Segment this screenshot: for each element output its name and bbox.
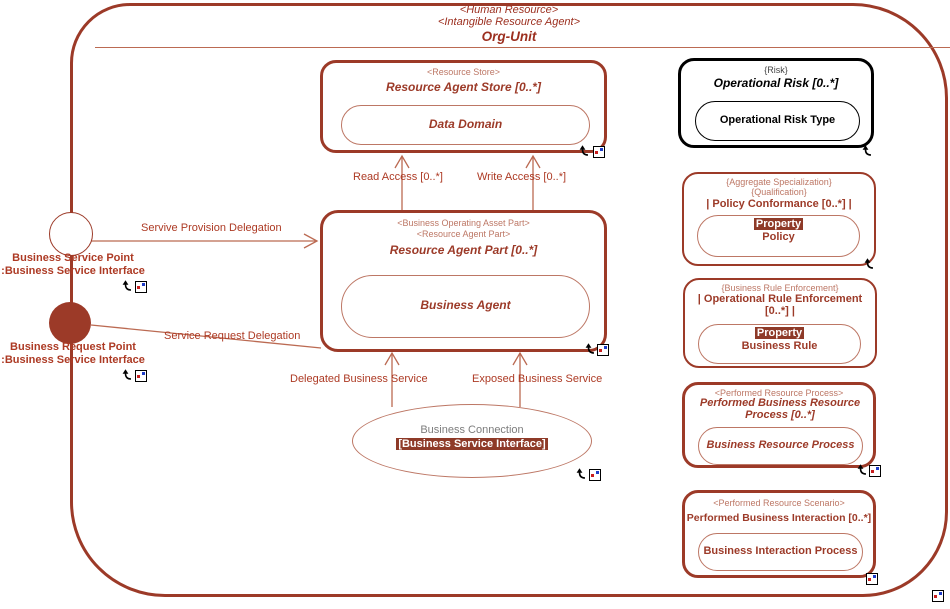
business-agent-member[interactable]: Business Agent [341, 275, 590, 338]
interaction-title: Performed Business Interaction [0..*] [686, 512, 872, 524]
interaction-stereotype: <Performed Resource Scenario> [713, 498, 845, 508]
agent-part-title: Resource Agent Part [0..*] [389, 243, 538, 257]
diagram-link-icon[interactable] [869, 465, 881, 477]
business-request-point[interactable] [49, 302, 91, 344]
org-unit-stereotype-2: <Intangible Resource Agent> [437, 16, 581, 28]
agent-part-stereotype-1: <Business Operating Asset Part> [397, 218, 530, 228]
process-stereotype: <Performed Resource Process> [714, 388, 844, 398]
request-point-name: Business Request Point [10, 341, 136, 353]
navigate-up-icon[interactable] [855, 463, 868, 476]
service-provision-delegation-label: Servive Provision Delegation [141, 222, 282, 234]
navigate-up-icon[interactable] [862, 257, 875, 270]
navigate-up-icon[interactable] [583, 342, 596, 355]
connection-title: Business Connection [420, 424, 524, 436]
resource-agent-store-node[interactable]: <Resource Store> Resource Agent Store [0… [320, 60, 607, 153]
operational-risk-type-member[interactable]: Operational Risk Type [695, 101, 860, 141]
operational-risk-node[interactable]: {Risk} Operational Risk [0..*] Operation… [678, 58, 874, 148]
diagram-link-icon[interactable] [589, 469, 601, 481]
policy-stereotype-2: {Qualification} [751, 187, 807, 197]
read-access-label: Read Access [0..*] [353, 171, 443, 183]
agent-part-stereotype-2: <Resource Agent Part> [416, 229, 511, 239]
rule-enforcement-node[interactable]: {Business Rule Enforcement} | Operationa… [683, 278, 877, 368]
store-title: Resource Agent Store [0..*] [386, 80, 541, 94]
rule-member-label: Business Rule [741, 340, 818, 352]
rule-member[interactable]: Property Business Rule [698, 324, 861, 364]
performed-resource-process-node[interactable]: <Performed Resource Process> Performed B… [682, 382, 876, 468]
policy-title: | Policy Conformance [0..*] | [706, 198, 852, 210]
diagram-link-icon[interactable] [597, 344, 609, 356]
org-unit-container[interactable] [70, 3, 948, 597]
rule-property-highlight: Property [754, 327, 805, 339]
diagram-link-icon[interactable] [593, 146, 605, 158]
risk-stereotype: {Risk} [764, 65, 788, 75]
navigate-up-icon[interactable] [120, 279, 133, 292]
diagram-link-icon[interactable] [135, 281, 147, 293]
rule-title: | Operational Rule Enforcement [0..*] | [697, 293, 863, 317]
connection-interface-highlight: [Business Service Interface] [396, 438, 548, 450]
org-unit-title: Org-Unit [481, 29, 537, 44]
org-unit-stereotype-1: <Human Resource> [459, 4, 559, 16]
delegated-business-service-label: Delegated Business Service [290, 373, 428, 385]
risk-title: Operational Risk [0..*] [713, 76, 839, 90]
policy-property-highlight: Property [753, 218, 804, 230]
policy-member-label: Policy [762, 231, 795, 243]
rule-stereotype: {Business Rule Enforcement} [721, 283, 839, 293]
business-service-point[interactable] [49, 212, 93, 256]
exposed-business-service-label: Exposed Business Service [472, 373, 603, 385]
diagram-link-icon[interactable] [135, 370, 147, 382]
navigate-up-icon[interactable] [577, 144, 590, 157]
process-title: Performed Business Resource Process [0..… [699, 397, 861, 421]
policy-member[interactable]: Property Policy [697, 215, 860, 257]
navigate-up-icon[interactable] [860, 144, 873, 157]
policy-conformance-node[interactable]: {Aggregate Specialization} {Qualificatio… [682, 172, 876, 266]
navigate-up-icon[interactable] [120, 368, 133, 381]
data-domain-member[interactable]: Data Domain [341, 105, 590, 145]
policy-stereotype-1: {Aggregate Specialization} [726, 177, 832, 187]
request-point-interface: :Business Service Interface [1, 354, 145, 366]
process-member[interactable]: Business Resource Process [698, 427, 863, 465]
navigate-up-icon[interactable] [574, 467, 587, 480]
service-request-delegation-label: Service Request Delegation [164, 330, 301, 342]
service-point-interface: :Business Service Interface [1, 265, 145, 277]
store-stereotype: <Resource Store> [426, 67, 501, 77]
performed-interaction-node[interactable]: <Performed Resource Scenario> Performed … [682, 490, 876, 578]
diagram-link-icon[interactable] [932, 590, 944, 602]
business-connection-node[interactable]: Business Connection [Business Service In… [352, 404, 592, 478]
diagram-link-icon[interactable] [866, 573, 878, 585]
service-point-name: Business Service Point [12, 252, 134, 264]
resource-agent-part-node[interactable]: <Business Operating Asset Part> <Resourc… [320, 210, 607, 352]
write-access-label: Write Access [0..*] [477, 171, 567, 183]
interaction-member[interactable]: Business Interaction Process [698, 533, 863, 571]
